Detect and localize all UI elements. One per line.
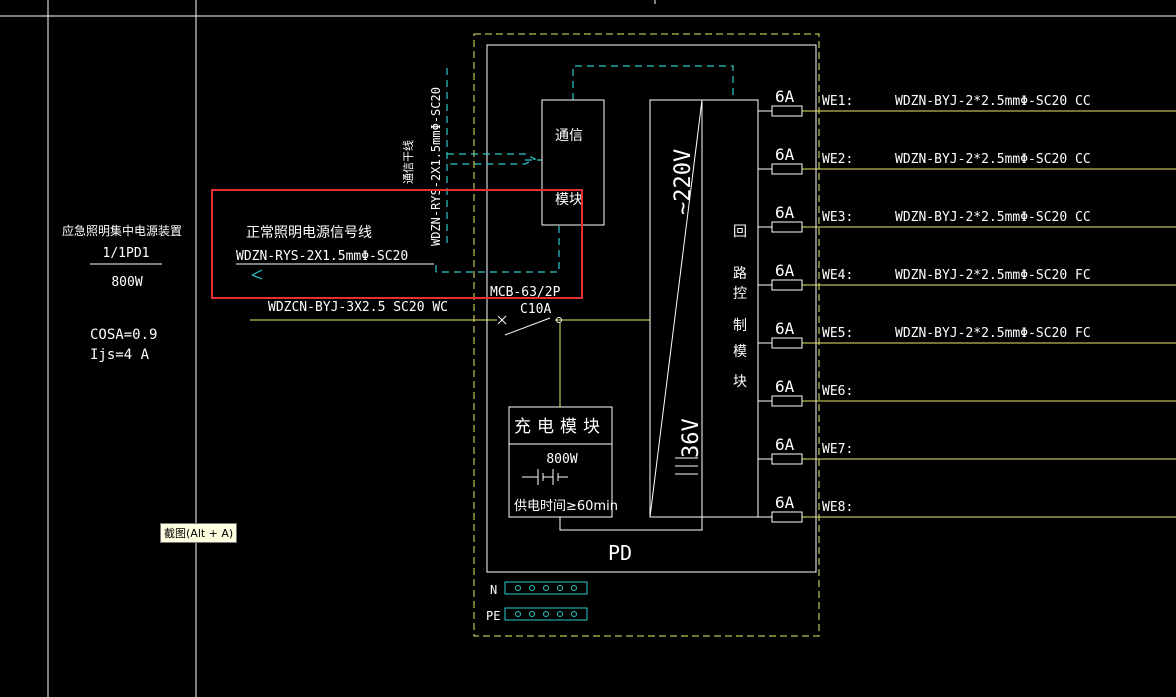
output-circuit: 6A WE5: WDZN-BYJ-2*2.5mmΦ-SC20 FC	[758, 319, 1176, 349]
terminal-pe: PE	[486, 607, 588, 623]
fuse-symbol	[771, 395, 803, 407]
fuse-rating: 6A	[775, 145, 795, 164]
output-circuit: 6A WE3: WDZN-BYJ-2*2.5mmΦ-SC20 CC	[758, 203, 1176, 233]
fuse-rating: 6A	[775, 377, 795, 396]
fuse-rating: 6A	[775, 87, 795, 106]
fuse-rating: 6A	[775, 493, 795, 512]
breaker-symbol	[497, 315, 562, 336]
fuse-rating: 6A	[775, 435, 795, 454]
fuse-rating: 6A	[775, 261, 795, 280]
output-circuit: 6A WE4: WDZN-BYJ-2*2.5mmΦ-SC20 FC	[758, 261, 1176, 291]
signal-line-title: 正常照明电源信号线	[246, 225, 372, 241]
feed-line	[250, 319, 650, 407]
comm-dashed-lines	[435, 65, 734, 273]
fuse-symbol	[771, 337, 803, 349]
fuse-symbol	[771, 105, 803, 117]
circuit-id: WE5:	[822, 326, 853, 341]
control-char-5: 路	[733, 266, 747, 282]
fuse-symbol	[771, 279, 803, 291]
output-circuits: 6A WE1: WDZN-BYJ-2*2.5mmΦ-SC20 CC 6A WE2: WDZ…	[758, 87, 1176, 523]
terminal-pe-label: PE	[486, 609, 500, 623]
panel-name: 应急照明集中电源装置	[62, 223, 182, 238]
control-char-6: 回	[733, 224, 747, 240]
circuit-id: WE8:	[822, 500, 853, 515]
fuse-symbol	[771, 453, 803, 465]
fuse-symbol	[771, 221, 803, 233]
enclosure-dashed	[473, 33, 820, 637]
terminal-n-label: N	[490, 583, 497, 597]
panel-cosa: COSA=0.9	[90, 327, 157, 343]
device-label: PD	[608, 541, 632, 565]
signal-arrow	[251, 269, 263, 280]
circuit-id: WE4:	[822, 268, 853, 283]
signal-line-cable: WDZN-RYS-2X1.5mmΦ-SC20	[236, 249, 408, 264]
circuit-id: WE3:	[822, 210, 853, 225]
circuit-cable: WDZN-BYJ-2*2.5mmΦ-SC20 CC	[895, 210, 1091, 225]
circuit-cable: WDZN-BYJ-2*2.5mmΦ-SC20 CC	[895, 152, 1091, 167]
charge-module-title: 充电模块	[514, 417, 606, 437]
circuit-id: WE2:	[822, 152, 853, 167]
comm-module-label-1: 通信	[555, 128, 583, 144]
fuse-rating: 6A	[775, 319, 795, 338]
circuit-id: WE7:	[822, 442, 853, 457]
comm-vertical-label: 通信干线	[401, 140, 415, 184]
battery-symbol	[522, 469, 568, 485]
circuit-id: WE1:	[822, 94, 853, 109]
charge-module: 充电模块 800W 供电时间≥60min	[508, 406, 618, 518]
panel-ijs: Ijs=4 A	[90, 347, 150, 363]
converter-high-voltage: ~220V	[671, 149, 696, 215]
screenshot-tooltip: 截图(Alt + A)	[160, 523, 238, 543]
circuit-cable: WDZN-BYJ-2*2.5mmΦ-SC20 CC	[895, 94, 1091, 109]
comm-vertical-cable: WDZN-RYS-2X1.5mmΦ-SC20	[429, 87, 443, 246]
charge-output-line	[559, 517, 703, 531]
output-circuit: 6A WE2: WDZN-BYJ-2*2.5mmΦ-SC20 CC	[758, 145, 1176, 175]
circuit-cable: WDZN-BYJ-2*2.5mmΦ-SC20 FC	[895, 268, 1091, 283]
output-circuit: 6A WE6:	[758, 377, 1176, 407]
fuse-symbol	[771, 511, 803, 523]
comm-module: 通信 模块	[541, 99, 605, 226]
output-circuit: 6A WE1: WDZN-BYJ-2*2.5mmΦ-SC20 CC	[758, 87, 1176, 117]
terminal-n: N	[490, 581, 588, 597]
fuse-rating: 6A	[775, 203, 795, 222]
control-module-label: 回 路 控 制 模 块	[733, 224, 747, 390]
circuit-id: WE6:	[822, 384, 853, 399]
control-char-3: 制	[733, 318, 747, 334]
fuse-symbol	[771, 163, 803, 175]
comm-module-label-2: 模块	[555, 192, 583, 208]
circuit-cable: WDZN-BYJ-2*2.5mmΦ-SC20 FC	[895, 326, 1091, 341]
breaker-rating: C10A	[520, 302, 551, 317]
breaker-model: MCB-63/2P	[490, 285, 561, 300]
highlight-box	[211, 189, 583, 299]
control-char-1: 块	[733, 374, 747, 390]
converter-low-voltage: 36V	[679, 418, 704, 458]
output-circuit: 6A WE8:	[758, 493, 1176, 523]
control-char-4: 控	[733, 286, 747, 302]
panel-power: 800W	[111, 275, 142, 290]
output-circuit: 6A WE7:	[758, 435, 1176, 465]
converter-block	[649, 99, 759, 518]
enclosure-inner	[486, 44, 817, 573]
control-char-2: 模	[733, 344, 747, 360]
panel-info-block: 应急照明集中电源装置 1/1PD1 800W COSA=0.9 Ijs=4 A	[62, 223, 182, 363]
feed-cable-text: WDZCN-BYJ-3X2.5 SC20 WC	[268, 300, 448, 315]
panel-id: 1/1PD1	[103, 246, 150, 261]
charge-module-power: 800W	[546, 452, 577, 467]
charge-module-duration: 供电时间≥60min	[514, 499, 618, 514]
